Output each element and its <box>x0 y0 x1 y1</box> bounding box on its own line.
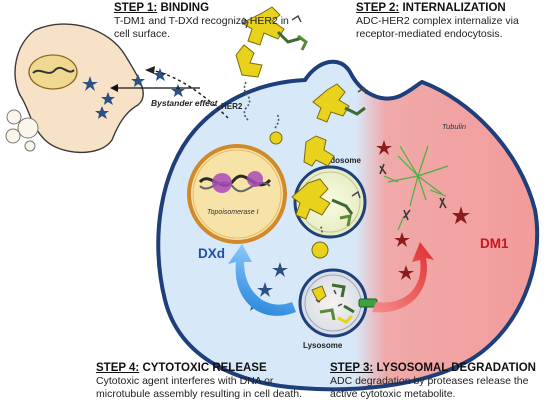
adc-cytoplasm <box>303 135 335 167</box>
step-3-number: STEP 3: <box>330 362 374 374</box>
tubulin-label: Tubulin <box>442 122 466 131</box>
step-1-text: T-DM1 and T-DXd recognize HER2 in cell s… <box>114 15 289 40</box>
lysosome-label: Lysosome <box>303 341 343 350</box>
lysosome <box>298 268 378 338</box>
tubulin-network <box>383 145 449 231</box>
step-2-internalization: STEP 2: INTERNALIZATION ADC-HER2 complex… <box>356 2 546 41</box>
her2-label: HER2 <box>221 102 243 111</box>
adc-extracellular <box>240 6 308 51</box>
step-2-title: INTERNALIZATION <box>402 2 506 14</box>
transport-vesicle <box>311 225 329 259</box>
step-1-binding: STEP 1: BINDING T-DM1 and T-DXd recogniz… <box>114 2 294 41</box>
her2-receptor <box>235 44 263 121</box>
bystander-payload-stars <box>82 68 185 119</box>
tubulin-fragments <box>379 163 447 221</box>
step-4-cytotoxic-release: STEP 4: CYTOTOXIC RELEASE Cytotoxic agen… <box>96 362 326 401</box>
endosome-label: Endosome <box>320 156 361 165</box>
step-4-heading: STEP 4: CYTOTOXIC RELEASE <box>96 362 326 375</box>
topoisomerase-label: Topoisomerase I <box>207 209 259 216</box>
bystander-nucleus <box>28 54 78 90</box>
dm1-payload-stars <box>376 140 470 280</box>
dxd-release-arrow <box>228 244 296 316</box>
step-2-heading: STEP 2: INTERNALIZATION <box>356 2 546 15</box>
bystander-effect-label: Bystander effect <box>151 98 219 108</box>
bystander-dashed-arrow <box>149 69 229 119</box>
step-4-number: STEP 4: <box>96 362 140 374</box>
step-2-text: ADC-HER2 complex internalize via recepto… <box>356 15 519 40</box>
early-vesicle <box>269 113 283 145</box>
step-3-lysosomal-degradation: STEP 3: LYSOSOMAL DEGRADATION ADC degrad… <box>330 362 548 401</box>
step-3-text: ADC degradation by proteases release the… <box>330 375 529 400</box>
step-1-heading: STEP 1: BINDING <box>114 2 294 15</box>
step-3-title: LYSOSOMAL DEGRADATION <box>376 362 536 374</box>
step-2-number: STEP 2: <box>356 2 400 14</box>
step-1-title: BINDING <box>160 2 210 14</box>
dm1-label: DM1 <box>480 236 509 251</box>
nucleus <box>187 144 287 244</box>
step-4-text: Cytotoxic agent interferes with DNA or m… <box>96 375 303 400</box>
step-4-title: CYTOTOXIC RELEASE <box>142 362 267 374</box>
endosome <box>291 165 367 239</box>
dxd-label: DXd <box>198 246 225 261</box>
apoptotic-bodies <box>5 109 39 152</box>
step-1-number: STEP 1: <box>114 2 158 14</box>
dm1-release-arrow <box>372 242 434 313</box>
adc-internalizing <box>312 83 367 123</box>
step-3-heading: STEP 3: LYSOSOMAL DEGRADATION <box>330 362 548 375</box>
